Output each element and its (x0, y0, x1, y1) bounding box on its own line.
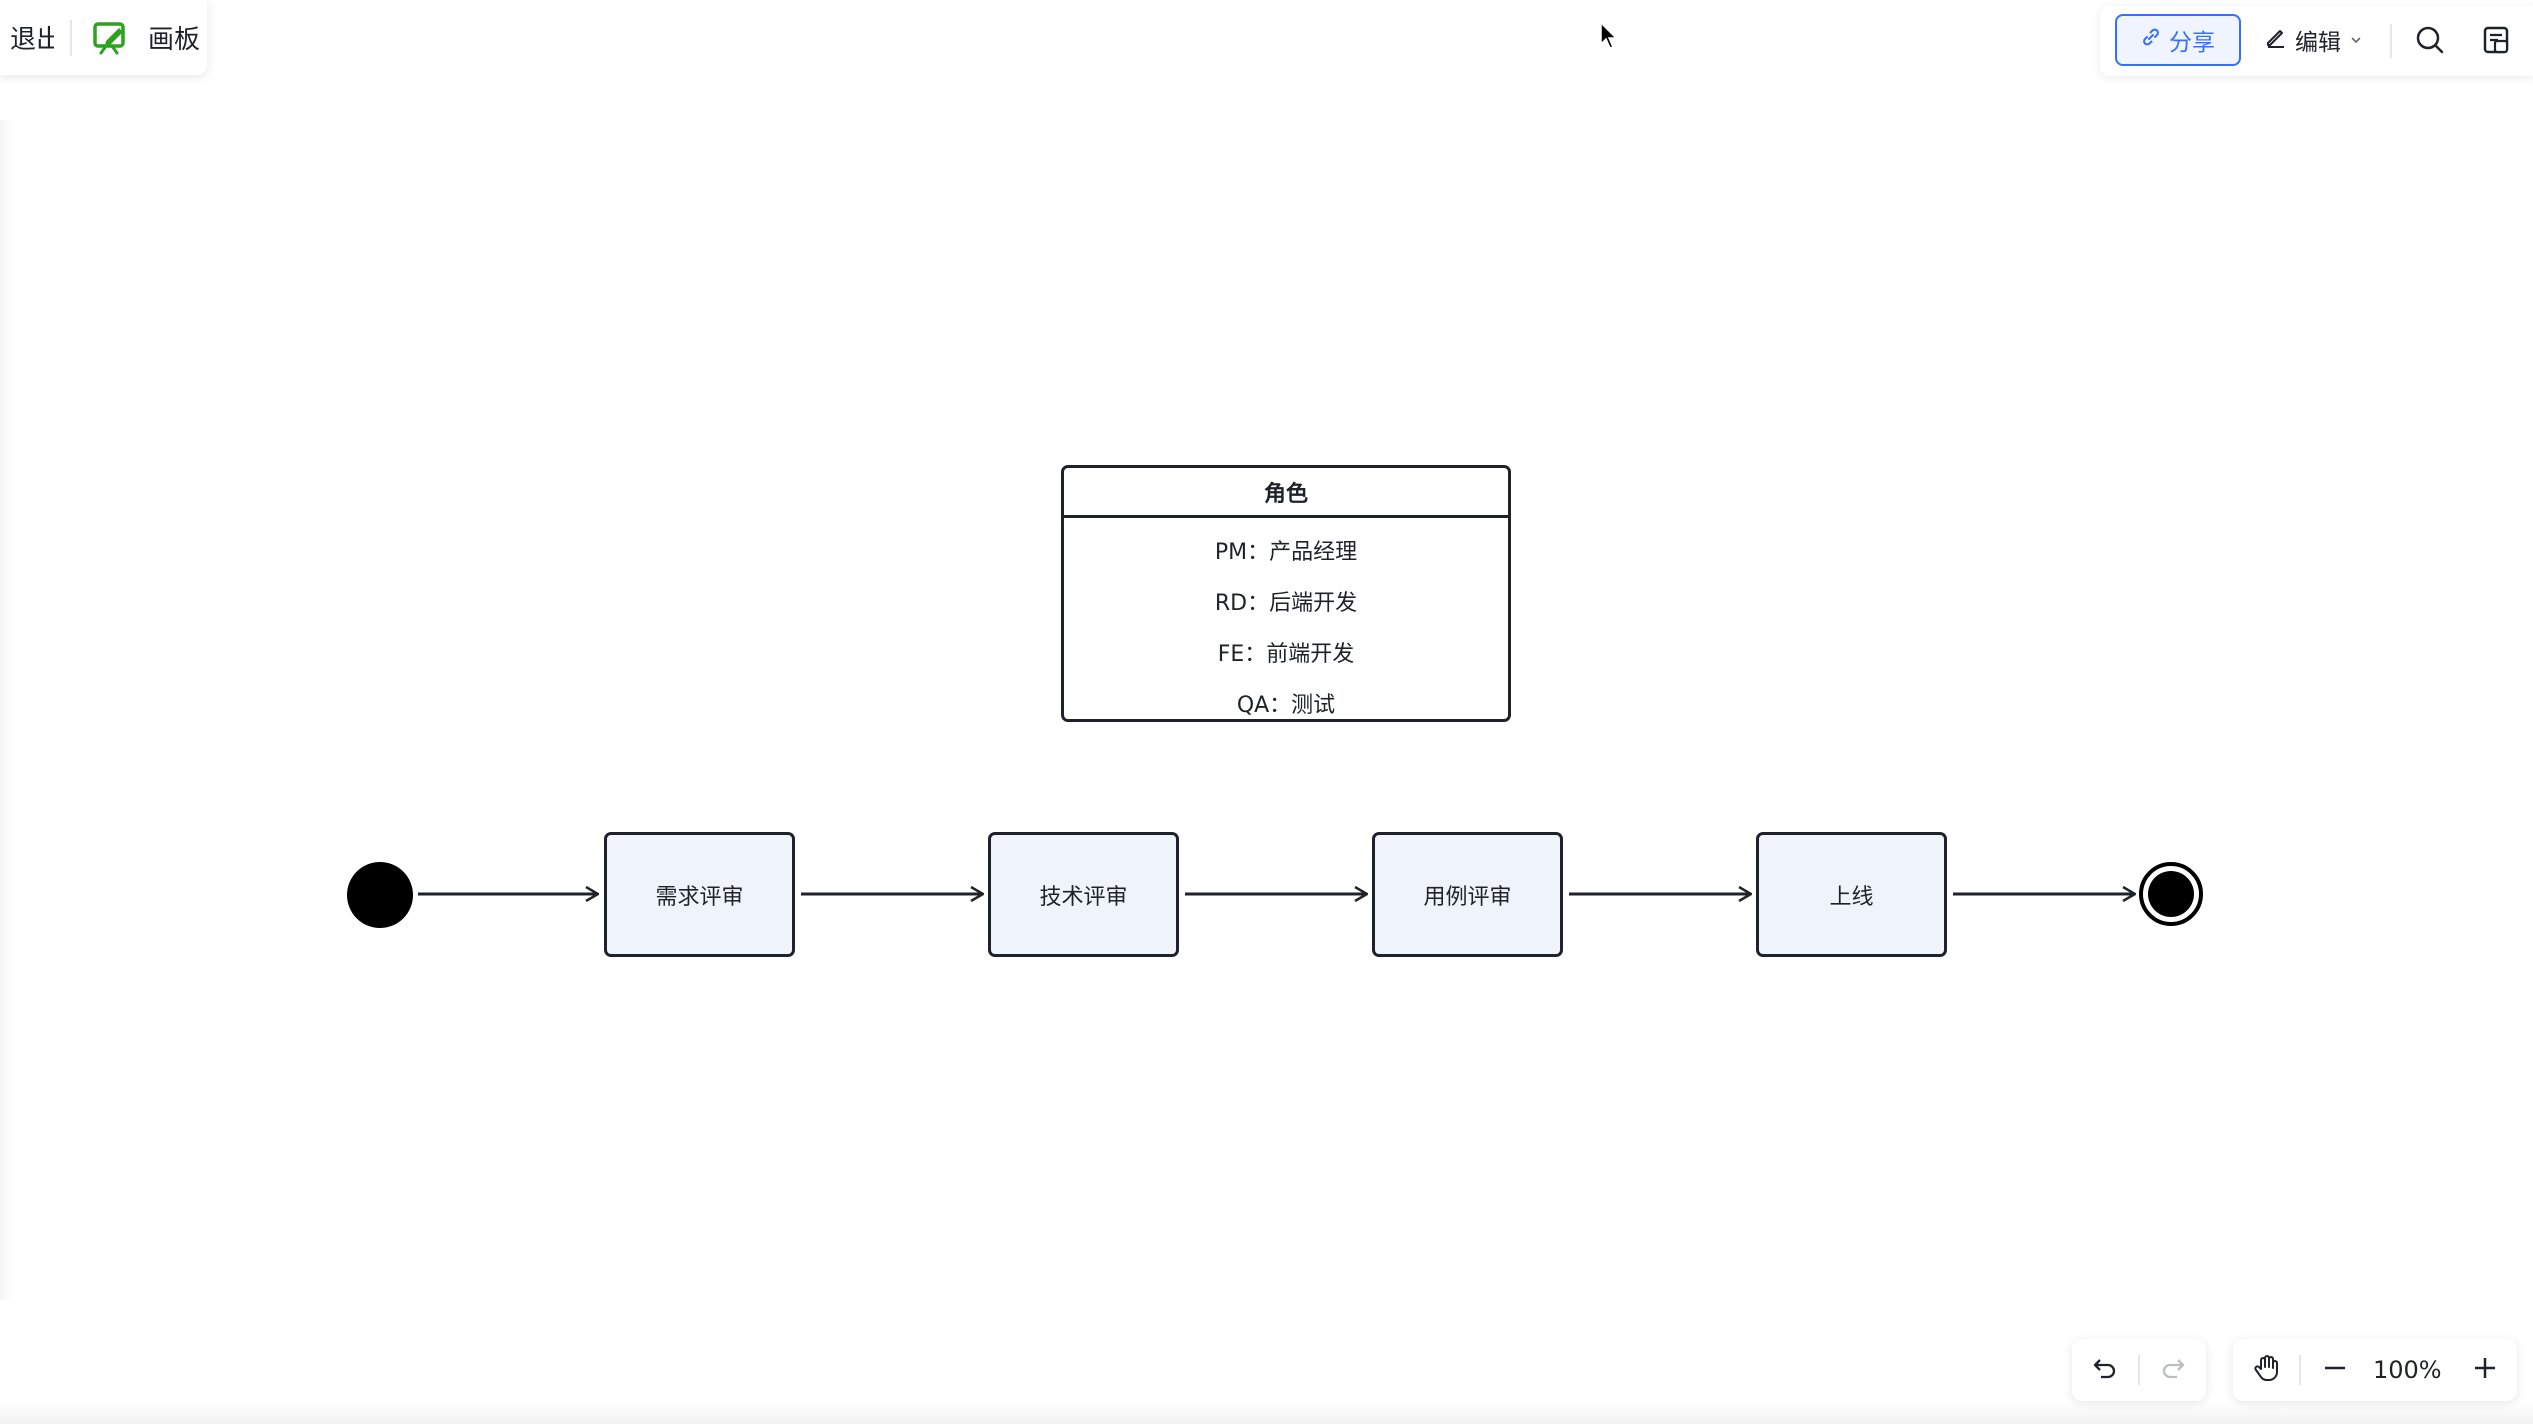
hand-icon (2252, 1353, 2282, 1387)
mouse-cursor (1600, 21, 1618, 54)
toolbar-divider (2299, 1355, 2301, 1385)
history-controls (2072, 1339, 2206, 1401)
plus-icon (2472, 1355, 2498, 1385)
search-icon (2415, 25, 2445, 59)
pencil-icon (2265, 26, 2287, 54)
exit-label: 退出 (9, 25, 54, 55)
board-title: 画板 (148, 25, 201, 55)
role-item-qa: QA：测试 (1236, 692, 1336, 718)
exit-button[interactable]: 退出 (0, 0, 54, 75)
zoom-level[interactable]: 100% (2373, 1356, 2442, 1384)
whiteboard-icon (92, 20, 128, 56)
link-icon (2141, 27, 2161, 53)
zoom-controls: 100% (2233, 1339, 2517, 1401)
toolbar-divider (2390, 24, 2392, 58)
toolbar-divider (2138, 1355, 2140, 1385)
zoom-out-button[interactable] (2319, 1354, 2351, 1386)
chevron-down-icon (2349, 27, 2363, 53)
state-release[interactable]: 上线 (1756, 832, 1947, 957)
canvas-edge-shadow (0, 120, 14, 1300)
edit-mode-dropdown[interactable]: 编辑 (2265, 14, 2363, 66)
toolbar-divider (70, 19, 72, 56)
start-node[interactable] (347, 862, 413, 928)
state-requirement-review[interactable]: 需求评审 (604, 832, 795, 957)
role-legend-list: PM：产品经理 RD：后端开发 FE：前端开发 QA：测试 (1064, 518, 1508, 728)
role-item-fe: FE：前端开发 (1217, 641, 1355, 667)
document-button[interactable] (2480, 26, 2512, 58)
search-button[interactable] (2414, 26, 2446, 58)
board-title-button[interactable]: 画板 (92, 0, 200, 75)
role-legend-box[interactable]: 角色 PM：产品经理 RD：后端开发 FE：前端开发 QA：测试 (1061, 465, 1511, 722)
state-tech-review[interactable]: 技术评审 (988, 832, 1179, 957)
role-item-rd: RD：后端开发 (1214, 590, 1358, 616)
role-item-pm: PM：产品经理 (1214, 539, 1358, 565)
redo-button[interactable] (2157, 1354, 2189, 1386)
document-icon (2481, 25, 2511, 59)
top-right-toolbar: 分享 编辑 (2100, 6, 2533, 76)
end-node-core (2148, 871, 2194, 917)
share-label: 分享 (2169, 30, 2215, 56)
end-node[interactable] (2139, 862, 2203, 926)
zoom-in-button[interactable] (2469, 1354, 2501, 1386)
role-legend-title: 角色 (1064, 468, 1508, 518)
minus-icon (2322, 1355, 2348, 1385)
undo-icon (2091, 1354, 2119, 1386)
canvas-bottom-shade (0, 1402, 2533, 1424)
edit-label: 编辑 (2295, 30, 2341, 56)
state-testcase-review[interactable]: 用例评审 (1372, 832, 1563, 957)
top-left-toolbar: 退出 画板 (0, 0, 207, 75)
hand-tool-button[interactable] (2251, 1354, 2283, 1386)
redo-icon (2159, 1354, 2187, 1386)
undo-button[interactable] (2089, 1354, 2121, 1386)
share-button[interactable]: 分享 (2115, 14, 2241, 66)
